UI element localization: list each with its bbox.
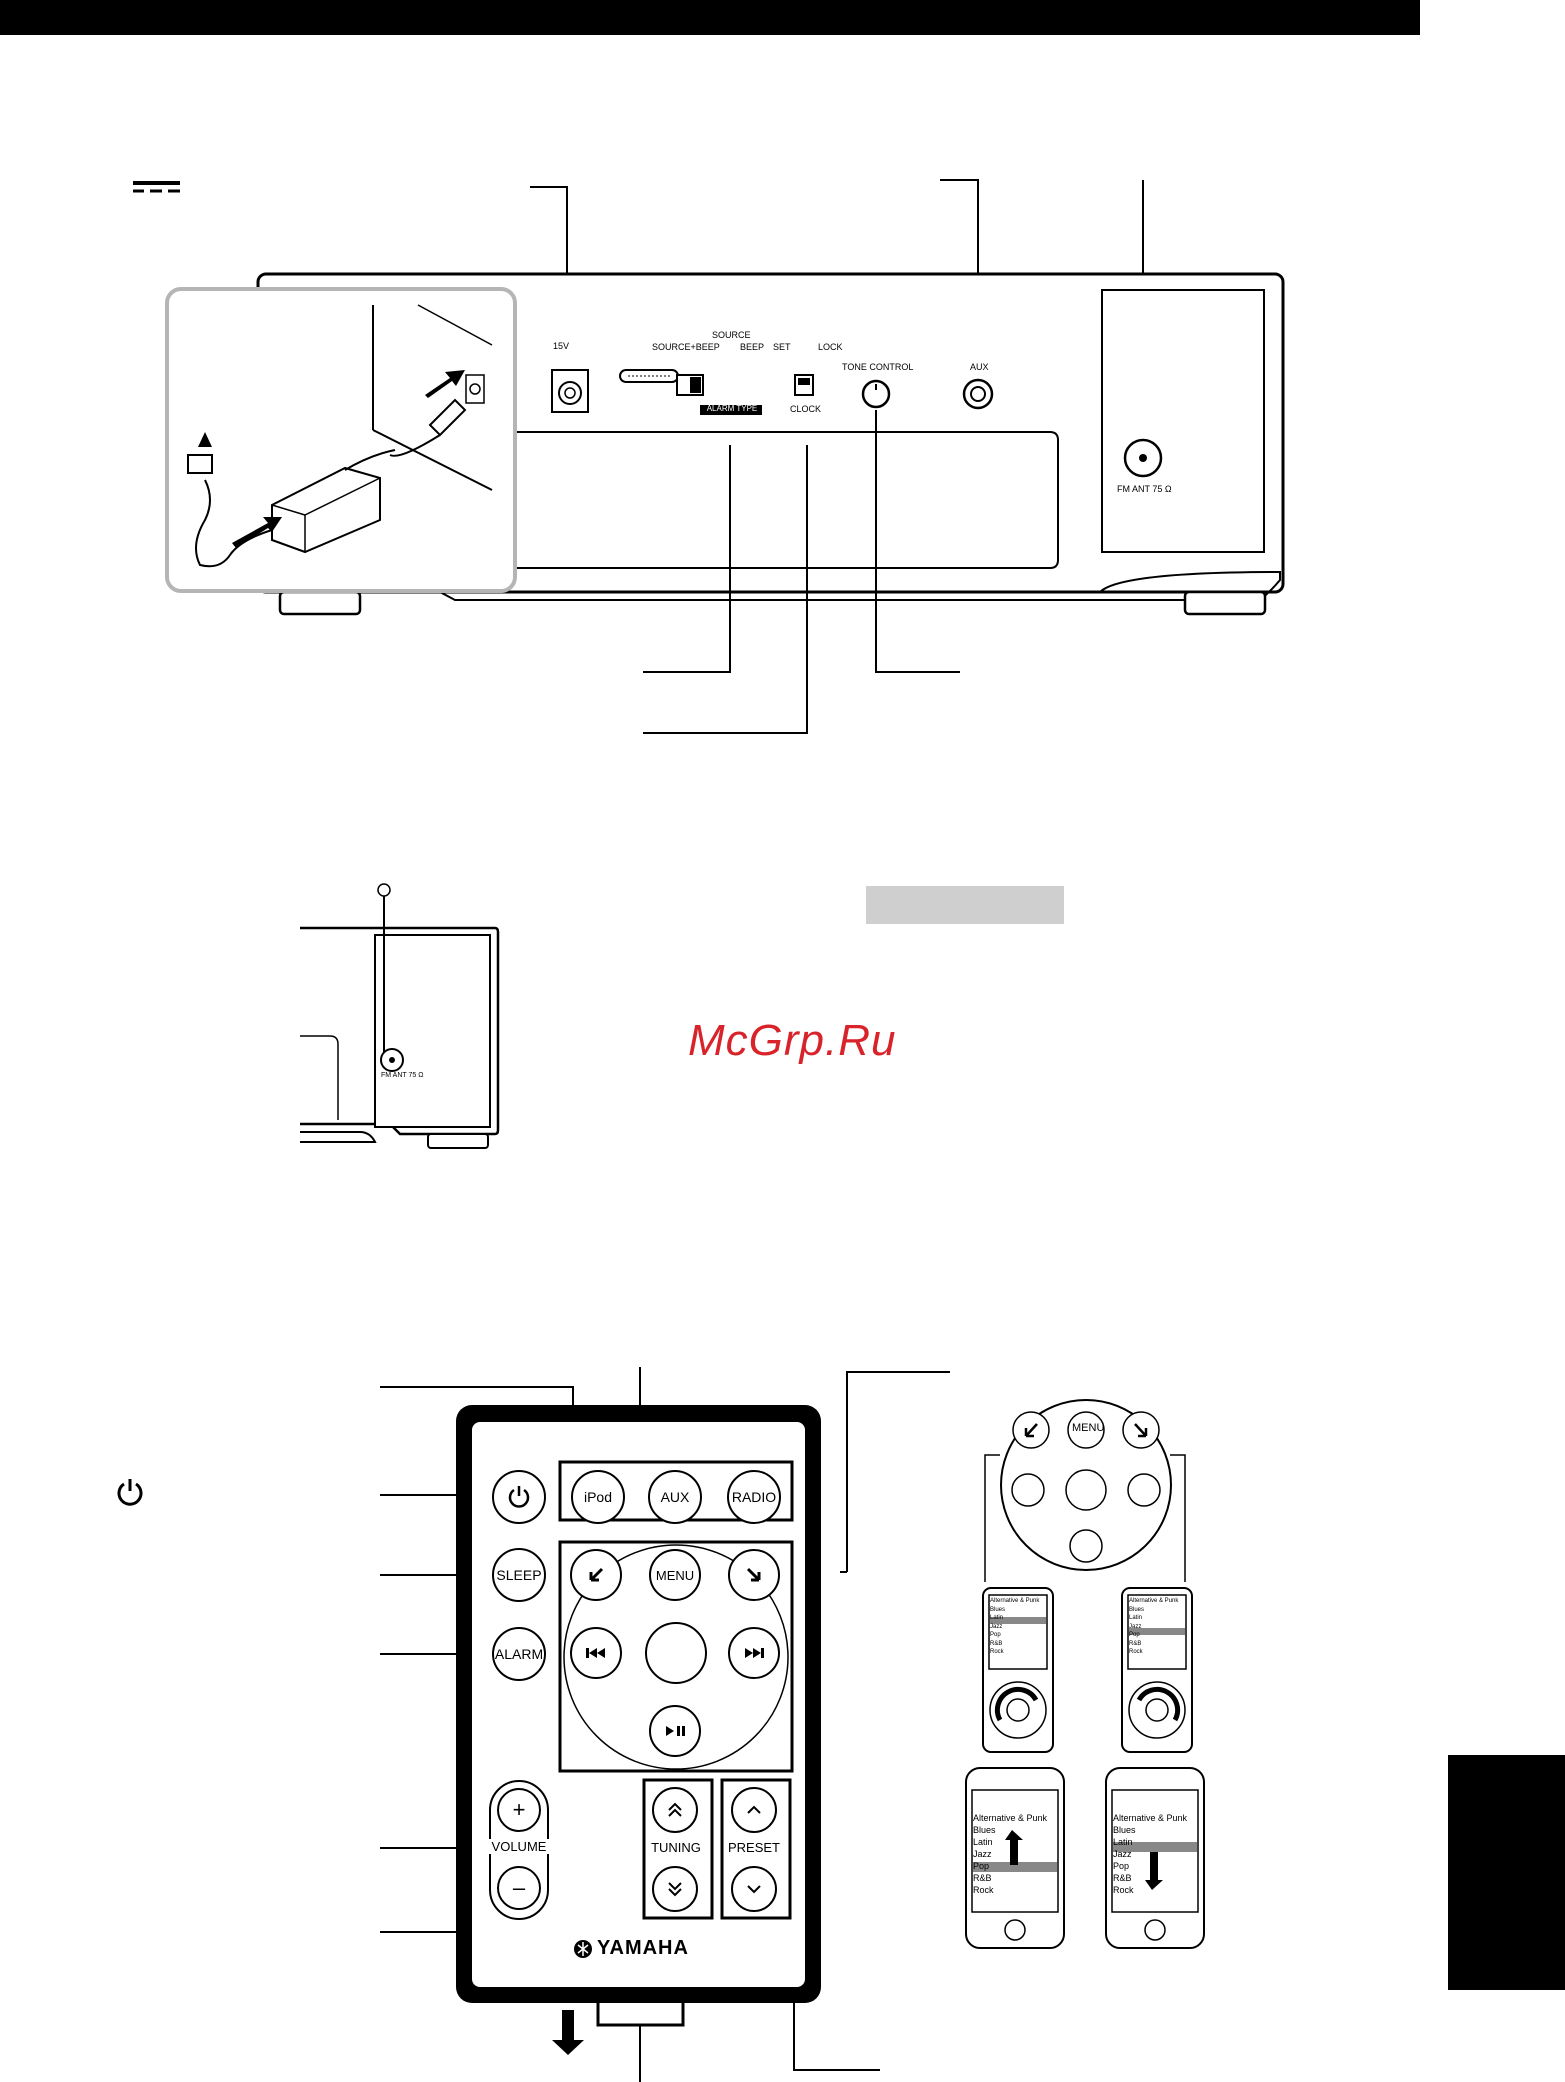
list-item: R&B [973,1873,992,1883]
list-item: R&B [1113,1873,1132,1883]
phone-left-list: Alternative & Punk Blues Latin Jazz Pop … [973,1812,1047,1896]
list-item: Alternative & Punk [990,1598,1040,1604]
list-item: Latin [1113,1837,1133,1847]
rear-panel-illustration [133,179,1285,734]
switch-lock-label: LOCK [818,342,843,352]
list-item: Jazz [973,1849,992,1859]
switch-set-label: SET [773,342,791,352]
play-pause-button[interactable] [649,1705,701,1757]
list-item: Pop [990,1632,1001,1638]
sleep-button[interactable]: SLEEP [492,1548,546,1602]
skip-forward-icon [745,1648,764,1658]
list-item: Blues [990,1606,1006,1613]
ipod-button[interactable]: iPod [571,1470,625,1524]
alarm-type-badge: ALARM TYPE [706,404,758,413]
list-item: Blues [1129,1606,1145,1613]
list-item: Latin [1129,1615,1143,1621]
play-pause-icon [666,1726,685,1736]
preset-label: PRESET [727,1840,780,1855]
remote-outline [380,1367,880,2082]
skip-back-icon [586,1648,605,1658]
double-chevron-down-icon [668,1882,682,1897]
list-item: R&B [1129,1640,1142,1647]
brand-label: YAMAHA [597,1937,689,1959]
antenna-detail-illustration [300,883,500,1149]
list-item: R&B [990,1640,1003,1647]
alarm-button[interactable]: ALARM [492,1627,546,1681]
list-item: Rock [990,1649,1004,1655]
switch-source-label: SOURCE [712,330,751,340]
rotate-right-button[interactable] [728,1549,780,1601]
rotate-left-button[interactable] [570,1549,622,1601]
tuning-up-button[interactable] [652,1787,698,1833]
list-item: Latin [990,1615,1004,1621]
dc-in-label: 15V [553,341,570,351]
list-item: Jazz [1129,1623,1142,1630]
list-item: Jazz [990,1623,1003,1630]
chevron-up-icon [747,1805,761,1814]
list-item: Pop [1129,1632,1140,1638]
ipod-right-list: Alternative & Punk Blues Latin Jazz Pop … [1129,1597,1178,1657]
list-item: Jazz [1113,1849,1132,1859]
detail-fm-antenna-label: FM ANT 75 Ω [381,1072,424,1079]
tuning-label: TUNING [651,1840,701,1855]
header-bar [0,0,1420,35]
list-item: Alternative & Punk [1113,1813,1188,1823]
next-button[interactable] [728,1627,780,1679]
chevron-down-icon [747,1885,761,1894]
dc-symbol-icon [133,181,180,193]
section-tab [1448,1755,1565,1990]
list-item: Rock [973,1885,994,1895]
list-item: Latin [973,1837,993,1847]
radio-button[interactable]: RADIO [727,1470,781,1524]
ipod-navigation-illustration [840,1371,1205,1949]
switch-source-beep-label: SOURCE+BEEP [652,342,720,352]
aux-jack-label: AUX [970,362,989,372]
arrow-down-left-icon [589,1567,604,1582]
list-item: Blues [973,1825,996,1835]
tuning-down-button[interactable] [652,1866,698,1912]
list-item: Rock [1129,1649,1143,1655]
power-symbol-icon [115,1477,145,1507]
ipod-left-list: Alternative & Punk Blues Latin Jazz Pop … [990,1597,1039,1657]
volume-down-button[interactable]: – [497,1866,541,1910]
switch-beep-label: BEEP [740,342,765,352]
list-item: Pop [1113,1861,1130,1871]
volume-label: VOLUME [489,1839,549,1854]
list-item: Alternative & Punk [973,1813,1048,1823]
tuning-fork-logo-icon [574,1939,592,1958]
double-chevron-up-icon [668,1802,682,1817]
wheel-menu-label: MENU [1072,1422,1105,1434]
fm-antenna-label: FM ANT 75 Ω [1117,484,1172,494]
preset-down-button[interactable] [731,1866,777,1912]
volume-up-button[interactable]: + [497,1788,541,1832]
phone-right-list: Alternative & Punk Blues Latin Jazz Pop … [1113,1812,1187,1896]
previous-button[interactable] [570,1627,622,1679]
tone-control-label: TONE CONTROL [842,362,914,372]
list-item: Pop [973,1861,990,1871]
aux-button[interactable]: AUX [648,1470,702,1524]
list-item: Blues [1113,1825,1136,1835]
preset-up-button[interactable] [731,1787,777,1833]
list-item: Rock [1113,1885,1134,1895]
yamaha-logo: YAMAHA [573,1937,689,1960]
switch-clock-label: CLOCK [790,404,822,414]
arrow-down-right-icon [746,1567,761,1582]
enter-button[interactable] [645,1622,707,1684]
power-button[interactable] [492,1470,546,1524]
watermark: McGrp.Ru [688,1016,897,1065]
note-header-box [866,886,1064,924]
power-icon [508,1486,530,1508]
menu-button[interactable]: MENU [649,1549,701,1601]
list-item: Alternative & Punk [1129,1598,1179,1604]
